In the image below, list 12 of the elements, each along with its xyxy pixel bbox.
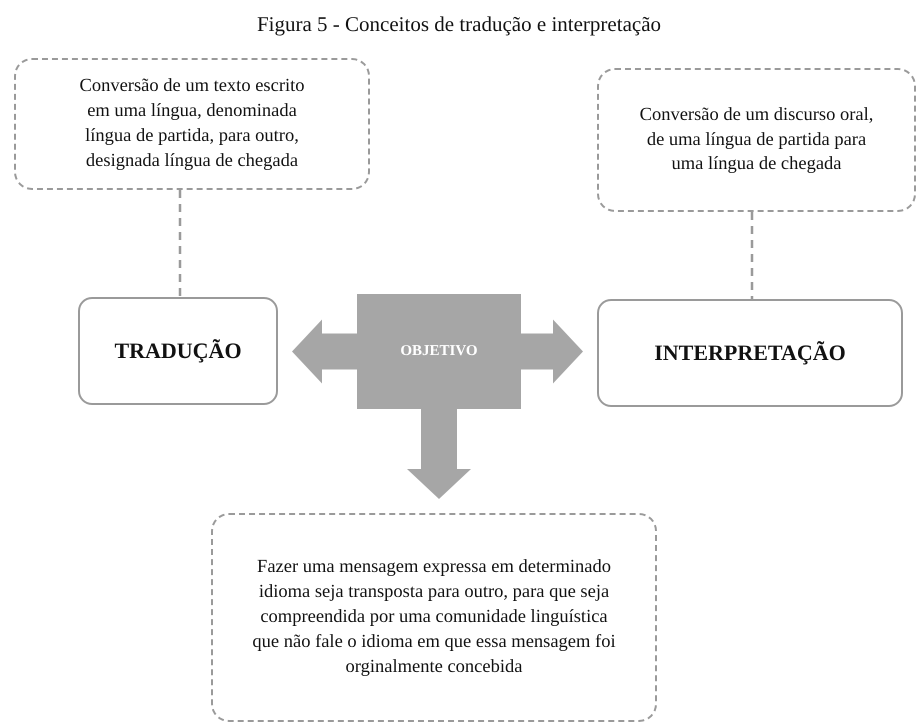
note-box: Conversão de um texto escrito em uma língua, denominada língua de partida, para outro, designada língua de chegada — [14, 58, 370, 190]
objective-box: OBJETIVO — [357, 294, 521, 409]
note-box: Conversão de um discurso oral, de uma língua de partida para uma língua de chegada — [597, 68, 916, 212]
note-box: Fazer uma mensagem expressa em determinado idioma seja transposta para outro, para que seja compreendida por uma comunidade linguística que não fale o idioma em que essa mensagem foi orginalmente concebida — [211, 513, 657, 722]
figure-title: Figura 5 - Conceitos de tradução e interpretação — [256, 12, 662, 37]
block-arrow — [521, 320, 583, 384]
concept-box: INTERPRETAÇÃO — [597, 299, 903, 407]
block-arrow — [407, 409, 471, 499]
concept-box: TRADUÇÃO — [78, 297, 278, 405]
connector-line — [178, 190, 182, 297]
block-arrow — [292, 320, 357, 384]
connector-line — [750, 212, 754, 299]
